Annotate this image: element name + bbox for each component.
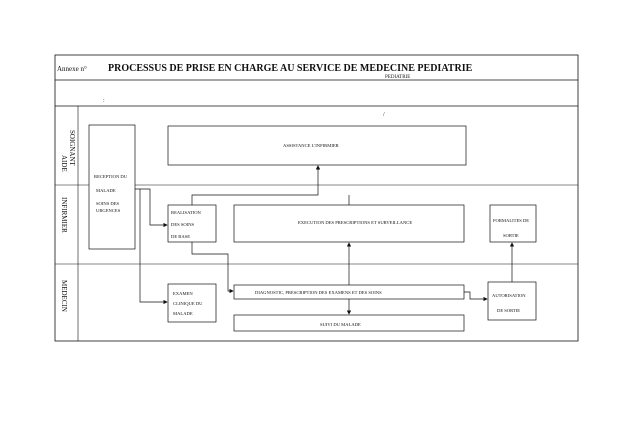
realisation-box <box>167 204 217 243</box>
svg-text:AIDE: AIDE <box>60 155 68 172</box>
realisation-text-2: DES SOINS <box>171 222 195 227</box>
svg-text:MEDECIN: MEDECIN <box>60 280 68 312</box>
diagram-frame <box>54 54 579 342</box>
reception-text-4: URGENCES <box>96 208 121 213</box>
reception-text-3: SOINS DES <box>96 201 120 206</box>
assistance-box <box>167 125 467 166</box>
formalites-box <box>489 204 537 243</box>
realisation-text-3: DE BASE <box>171 234 190 239</box>
svg-text:INFIRMIER: INFIRMIER <box>60 197 68 233</box>
connectors <box>135 165 515 315</box>
lane-label-medecin: MEDECIN <box>60 280 68 312</box>
suivi-text: SUIVI DU MALADE <box>320 322 361 327</box>
page-title: PROCESSUS DE PRISE EN CHARGE AU SERVICE … <box>108 63 473 74</box>
realisation-text-1: REALISATION <box>171 210 202 215</box>
autorisation-text-2: DE SORTIE <box>497 308 520 313</box>
svg-text:SOIGNANT: SOIGNANT <box>68 130 76 167</box>
lane-label-infirmier: INFIRMIER <box>60 197 68 233</box>
execution-box <box>233 204 465 243</box>
autorisation-box <box>487 281 537 321</box>
assistance-text: ASSISTANCE L'INFIRMIER <box>283 143 340 148</box>
arrow-diagnostic-to-autorisation <box>464 291 488 302</box>
annex-label: Annexe n° <box>57 65 87 73</box>
reception-box <box>88 124 136 250</box>
examen-box <box>167 283 217 323</box>
examen-text-1: EXAMEN <box>173 291 193 296</box>
diagnostic-text: DIAGNOSTIC, PRESCRIPTION DES EXAMENS ET … <box>255 290 382 296</box>
arrow-realisation-to-diagnostic <box>191 242 234 294</box>
formalites-text-1: FORMALITES DE <box>493 218 529 223</box>
lane-label-soignant: SOIGNANT <box>68 130 76 167</box>
examen-text-2: CLINIQUE DU <box>173 301 203 306</box>
header-mark-2: / <box>383 112 385 118</box>
page-subtitle: PEDIATRIE <box>385 75 410 80</box>
arrow-reception-to-examen <box>139 189 168 305</box>
lane-label-aide: AIDE <box>60 155 68 172</box>
examen-text-3: MALADE <box>173 311 193 316</box>
reception-text-1: RECEPTION DU <box>94 174 128 179</box>
execution-text: EXECUTION DES PRESCRIPTIONS ET SURVEILLA… <box>298 220 412 225</box>
reception-text-2: MALADE <box>96 188 116 193</box>
formalites-text-2: SORTIE <box>503 233 519 238</box>
arrow-realisation-to-assistance <box>191 165 321 205</box>
suivi-box <box>233 314 465 332</box>
header-mark: : <box>103 98 105 104</box>
arrow-reception-to-realisation <box>135 188 168 228</box>
autorisation-text-1: AUTORISATION <box>492 293 526 298</box>
